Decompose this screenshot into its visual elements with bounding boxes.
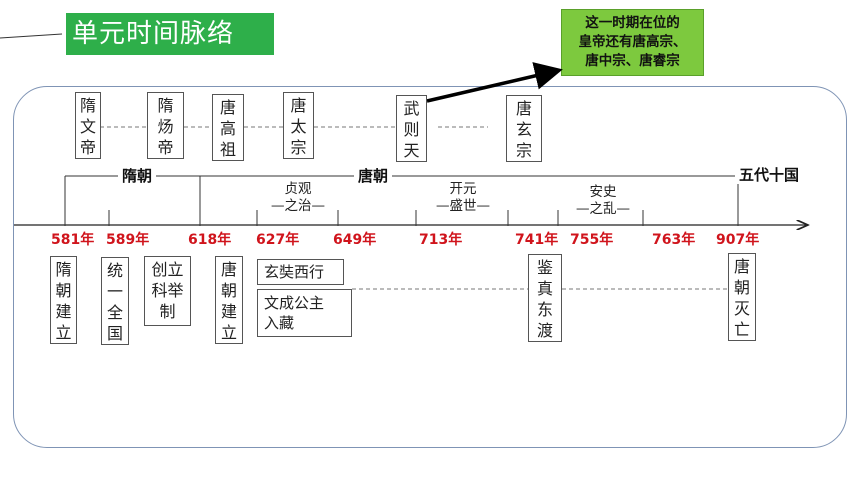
era-five-dynasties: 五代十国	[735, 166, 804, 184]
year-label: 713年	[419, 232, 463, 248]
timeline-panel	[13, 86, 847, 448]
year-label: 907年	[716, 232, 760, 248]
period-anshi: 安史 —之乱—	[576, 184, 630, 217]
emperor-box: 隋 炀 帝	[147, 92, 184, 159]
era-tang: 唐朝	[354, 167, 393, 185]
emperor-box: 唐 太 宗	[283, 92, 314, 159]
year-label: 741年	[515, 232, 559, 248]
era-sui: 隋朝	[118, 167, 157, 185]
year-label: 755年	[570, 232, 614, 248]
event-box: 唐 朝 建 立	[215, 256, 243, 344]
emperor-box: 唐 高 祖	[212, 94, 244, 161]
event-box: 隋 朝 建 立	[50, 256, 77, 344]
year-label: 649年	[333, 232, 377, 248]
emperor-box: 唐 玄 宗	[506, 95, 542, 162]
event-box: 唐 朝 灭 亡	[728, 253, 756, 341]
event-box: 文成公主 入藏	[257, 289, 352, 337]
note-line-3: 唐中宗、唐睿宗	[585, 53, 680, 69]
event-box: 鉴 真 东 渡	[528, 254, 562, 342]
note-line-1: 这一时期在位的	[585, 15, 680, 31]
year-label: 581年	[51, 232, 95, 248]
page-title: 单元时间脉络	[66, 13, 274, 55]
event-box: 玄奘西行	[257, 259, 344, 285]
emperor-box: 隋 文 帝	[75, 92, 101, 159]
note-arrow	[426, 62, 563, 103]
event-box: 创立 科举 制	[144, 256, 191, 326]
title-accent-line	[0, 33, 63, 39]
note-line-2: 皇帝还有唐高宗、	[578, 34, 687, 50]
year-label: 589年	[106, 232, 150, 248]
year-label: 627年	[256, 232, 300, 248]
period-zhenguan: 贞观 —之治—	[271, 181, 325, 214]
event-box: 统 一 全 国	[101, 257, 129, 345]
year-label: 763年	[652, 232, 696, 248]
emperor-note: 这一时期在位的 皇帝还有唐高宗、 唐中宗、唐睿宗	[561, 9, 704, 76]
period-kaiyuan: 开元 —盛世—	[436, 181, 490, 214]
year-label: 618年	[188, 232, 232, 248]
emperor-box: 武 则 天	[396, 95, 427, 162]
